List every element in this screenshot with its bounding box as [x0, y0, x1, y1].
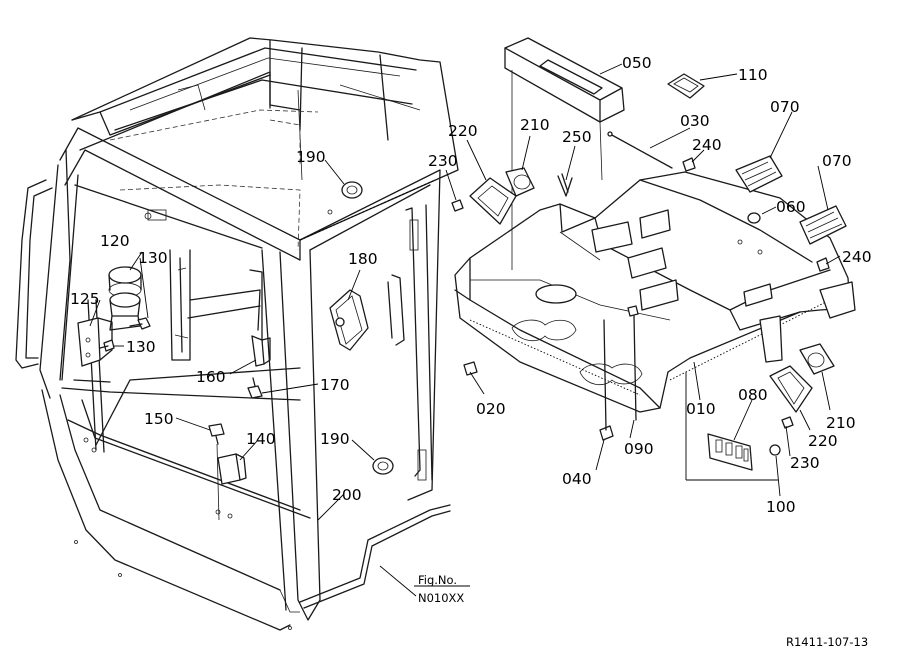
fastener-090	[627, 305, 639, 421]
gasket-110	[667, 73, 705, 99]
vent-070-a	[735, 155, 783, 193]
screw-130-b	[99, 339, 115, 352]
rod-030	[607, 131, 673, 169]
label-210-b: 210	[826, 414, 856, 432]
bracket-250	[557, 173, 573, 197]
speaker-210-a	[505, 167, 535, 197]
label-240-b: 240	[842, 248, 872, 266]
label-090: 090	[624, 440, 654, 458]
leader-lines	[89, 63, 841, 597]
label-010: 010	[686, 400, 716, 418]
label-190-b: 190	[320, 430, 350, 448]
label-080: 080	[738, 386, 768, 404]
drawing-code: R1411-107-13	[786, 635, 868, 649]
grommet-190-a	[341, 181, 363, 199]
label-160: 160	[196, 368, 226, 386]
label-070-a: 070	[770, 98, 800, 116]
bolt-150	[208, 423, 225, 521]
label-060: 060	[776, 198, 806, 216]
label-230-a: 230	[428, 152, 458, 170]
speaker-210-b	[799, 343, 835, 375]
screw-230-a	[451, 199, 464, 212]
clip-240-b	[816, 257, 830, 272]
figure-reference: Fig.No. N010XX	[418, 573, 464, 605]
grommet-060	[747, 212, 761, 224]
figure-ref-title: Fig.No.	[418, 573, 457, 587]
label-040: 040	[562, 470, 592, 488]
label-140: 140	[246, 430, 276, 448]
clip-240-a	[682, 157, 696, 172]
bracket-125	[77, 317, 113, 367]
label-180: 180	[348, 250, 378, 268]
label-210-a: 210	[520, 116, 550, 134]
fastener-040	[599, 319, 614, 441]
grommet-190-b	[372, 457, 394, 475]
label-220-a: 220	[448, 122, 478, 140]
label-030: 030	[680, 112, 710, 130]
clip-140	[217, 453, 247, 485]
mirror-180	[329, 289, 369, 351]
vent-070-b	[799, 205, 847, 245]
label-240-a: 240	[692, 136, 722, 154]
cab-frame	[15, 37, 459, 631]
bolt-170	[247, 377, 263, 399]
label-130-a: 130	[138, 249, 168, 267]
fastener-020	[463, 361, 478, 376]
label-020: 020	[476, 400, 506, 418]
label-230-b: 230	[790, 454, 820, 472]
speaker-grill-220-b	[769, 365, 813, 413]
label-150: 150	[144, 410, 174, 428]
screw-130-a	[129, 317, 151, 330]
screw-230-b	[781, 416, 794, 429]
label-070-b: 070	[822, 152, 852, 170]
duct-050	[504, 37, 625, 270]
bracket-160	[251, 335, 271, 367]
figure-ref-number: N010XX	[418, 591, 464, 605]
label-110: 110	[738, 66, 768, 84]
label-050: 050	[622, 54, 652, 72]
headliner-010	[454, 171, 856, 413]
speaker-grill-220-a	[469, 177, 517, 225]
label-220-b: 220	[808, 432, 838, 450]
cup-holder	[108, 266, 142, 331]
label-125: 125	[70, 290, 100, 308]
label-100: 100	[766, 498, 796, 516]
label-190-a: 190	[296, 148, 326, 166]
label-250: 250	[562, 128, 592, 146]
seal-200	[299, 504, 451, 609]
part-labels: 050 110 070 070 030 210 220 250 240 230 …	[70, 54, 872, 516]
switch-panel-080	[707, 433, 753, 471]
label-200: 200	[332, 486, 362, 504]
knob-100	[769, 444, 781, 456]
label-120: 120	[100, 232, 130, 250]
label-130-b: 130	[126, 338, 156, 356]
label-170: 170	[320, 376, 350, 394]
